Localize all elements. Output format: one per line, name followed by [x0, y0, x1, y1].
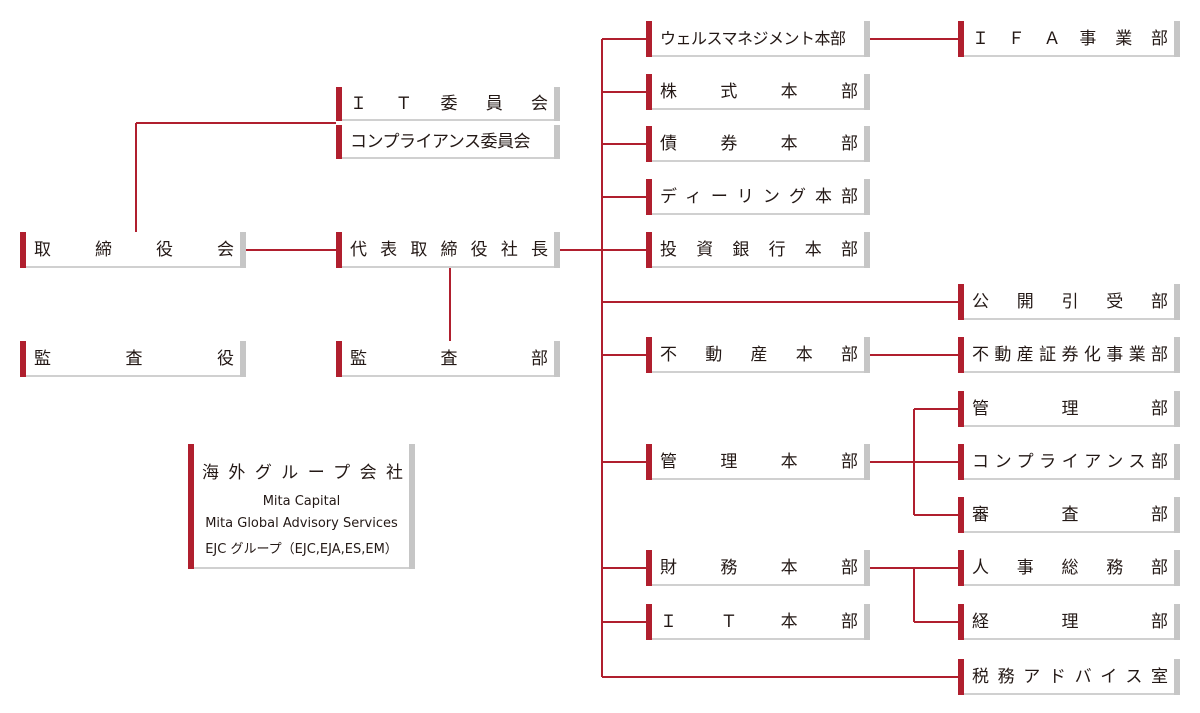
- division-bond-box: 債 券 本 部: [646, 126, 870, 162]
- dept-mgmt-label: 管 理 部: [972, 398, 1168, 419]
- dept-tax-box: 税務アドバイス室: [958, 659, 1180, 695]
- overseas-line-3: EJC グループ（EJC,EJA,ES,EM）: [205, 542, 398, 557]
- dept-underwriting-label: 公 開 引 受 部: [972, 291, 1168, 312]
- division-dealing-label: ディーリング本部: [660, 186, 858, 207]
- dept-compliance-box: コンプライアンス部: [958, 444, 1180, 480]
- board-box: 取 締 役 会: [20, 232, 246, 268]
- division-bond-label: 債 券 本 部: [660, 133, 858, 154]
- dept-ifa-box: ＩＦＡ事業部: [958, 21, 1180, 57]
- division-finance-box: 財 務 本 部: [646, 550, 870, 586]
- division-equity-box: 株 式 本 部: [646, 74, 870, 110]
- it-committee-label: Ｉ Ｔ 委 員 会: [350, 93, 548, 114]
- dept-review-label: 審 査 部: [972, 504, 1168, 525]
- overseas-group-title: 海外グループ会社: [202, 463, 403, 483]
- division-ib-label: 投資銀行本部: [660, 239, 858, 260]
- dept-re-securitization-box: 不動産証券化事業部: [958, 337, 1180, 373]
- division-finance-label: 財 務 本 部: [660, 557, 858, 578]
- division-real-estate-box: 不 動 産 本 部: [646, 337, 870, 373]
- it-committee-box: Ｉ Ｔ 委 員 会: [336, 87, 560, 121]
- division-admin-label: 管 理 本 部: [660, 451, 858, 472]
- board-label: 取 締 役 会: [34, 239, 234, 260]
- division-admin-box: 管 理 本 部: [646, 444, 870, 480]
- dept-hr-label: 人 事 総 務 部: [972, 557, 1168, 578]
- division-real-estate-label: 不 動 産 本 部: [660, 344, 858, 365]
- dept-review-box: 審 査 部: [958, 497, 1180, 533]
- division-wealth-label: ウェルスマネジメント本部: [660, 29, 846, 48]
- dept-hr-box: 人 事 総 務 部: [958, 550, 1180, 586]
- audit-dept-label: 監 査 部: [350, 348, 548, 369]
- audit-dept-box: 監 査 部: [336, 341, 560, 377]
- dept-underwriting-box: 公 開 引 受 部: [958, 284, 1180, 320]
- division-wealth-box: ウェルスマネジメント本部: [646, 21, 870, 57]
- president-box: 代表取締役社長: [336, 232, 560, 268]
- dept-mgmt-box: 管 理 部: [958, 391, 1180, 427]
- dept-accounting-label: 経 理 部: [972, 611, 1168, 632]
- auditor-label: 監 査 役: [34, 348, 234, 369]
- dept-ifa-label: ＩＦＡ事業部: [972, 28, 1168, 49]
- dept-re-securitization-label: 不動産証券化事業部: [972, 344, 1168, 365]
- division-ib-box: 投資銀行本部: [646, 232, 870, 268]
- auditor-box: 監 査 役: [20, 341, 246, 377]
- dept-accounting-box: 経 理 部: [958, 604, 1180, 640]
- compliance-committee-label: コンプライアンス委員会: [350, 131, 530, 152]
- division-equity-label: 株 式 本 部: [660, 81, 858, 102]
- president-label: 代表取締役社長: [350, 239, 548, 260]
- dept-tax-label: 税務アドバイス室: [972, 666, 1168, 687]
- overseas-group-box: 海外グループ会社 Mita Capital Mita Global Adviso…: [188, 444, 415, 569]
- division-it-label: Ｉ Ｔ 本 部: [660, 611, 858, 632]
- overseas-line-2: Mita Global Advisory Services: [205, 516, 398, 531]
- dept-compliance-label: コンプライアンス部: [972, 451, 1168, 472]
- compliance-committee-box: コンプライアンス委員会: [336, 125, 560, 159]
- division-it-box: Ｉ Ｔ 本 部: [646, 604, 870, 640]
- division-dealing-box: ディーリング本部: [646, 179, 870, 215]
- overseas-line-1: Mita Capital: [262, 494, 341, 509]
